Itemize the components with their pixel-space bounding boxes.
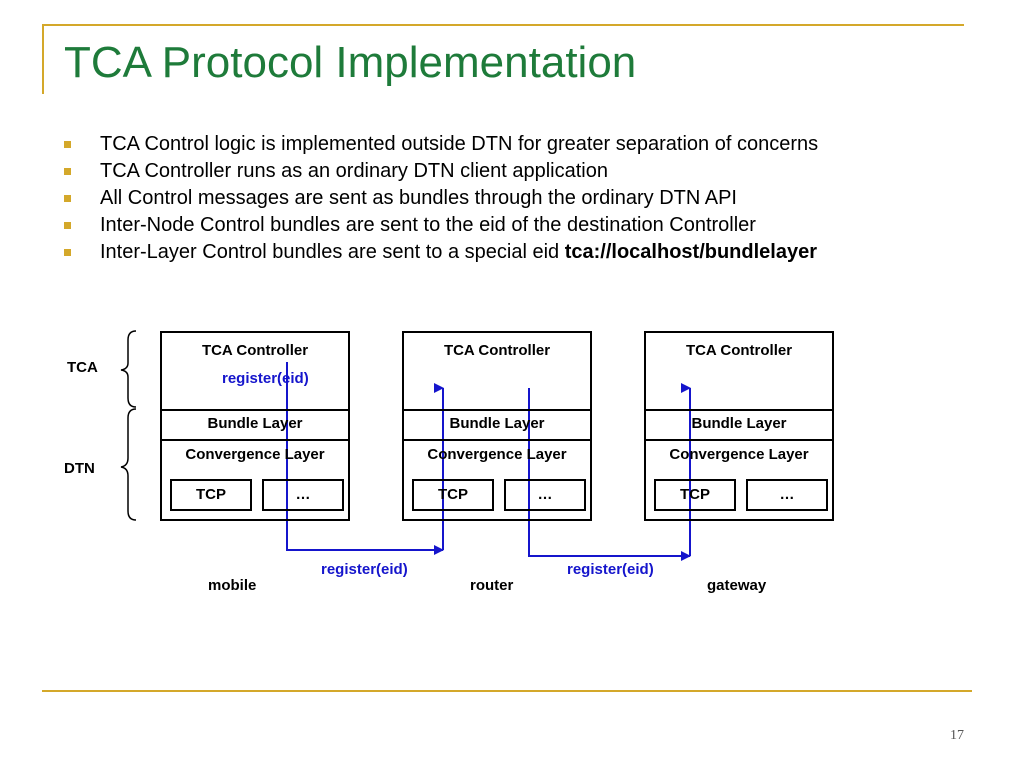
other-cl-box: … [504,479,586,511]
bundle-layer-box: Bundle Layer [646,409,832,441]
node-name-gateway: gateway [707,577,767,594]
node-mobile: TCA Controller register(eid) Bundle Laye… [160,331,350,521]
bullet-square-icon [64,141,71,148]
bullet-square-icon [64,168,71,175]
tcp-box: TCP [654,479,736,511]
message-label: register(eid) [321,561,408,578]
arrow-mobile-to-router [286,362,444,555]
bullet-square-icon [64,249,71,256]
tca-controller-box: TCA Controller [404,333,590,411]
convergence-layer-label: Convergence Layer [669,446,809,463]
controller-label: TCA Controller [685,342,793,359]
bundle-layer-box: Bundle Layer [162,409,348,441]
register-note: register(eid) [222,370,309,387]
other-cl-box: … [746,479,828,511]
tca-controller-box: TCA Controller [646,333,832,411]
tcp-box: TCP [170,479,252,511]
bottom-rule [42,690,972,692]
node-name-router: router [470,577,514,594]
convergence-layer-box: Convergence Layer [646,439,832,523]
bullet-square-icon [64,222,71,229]
bullet-list: TCA Control logic is implemented outside… [64,131,964,266]
controller-label: TCA Controller [443,342,551,359]
bundle-layer-box: Bundle Layer [404,409,590,441]
bundle-layer-label: Bundle Layer [449,415,545,432]
arrow-router-to-gateway [528,388,691,561]
bullet-square-icon [64,195,71,202]
dtn-brace [120,408,137,521]
tca-label: TCA [67,359,98,376]
bullet-item: Inter-Node Control bundles are sent to t… [64,212,964,239]
node-router: TCA Controller Bundle Layer Convergence … [402,331,592,521]
node-gateway: TCA Controller Bundle Layer Convergence … [644,331,834,521]
bullet-item: TCA Controller runs as an ordinary DTN c… [64,158,964,185]
convergence-layer-label: Convergence Layer [427,446,567,463]
convergence-layer-label: Convergence Layer [185,446,325,463]
node-name-mobile: mobile [208,577,257,594]
bullet-item: TCA Control logic is implemented outside… [64,131,964,158]
convergence-layer-box: Convergence Layer [404,439,590,523]
left-frame-line [42,24,44,94]
tcp-box: TCP [412,479,494,511]
convergence-layer-box: Convergence Layer [162,439,348,523]
tca-controller-box: TCA Controller register(eid) [162,333,348,411]
bullet-item: All Control messages are sent as bundles… [64,185,964,212]
top-frame-line [42,24,964,26]
tca-brace [120,330,137,408]
bullet-item: Inter-Layer Control bundles are sent to … [64,239,964,266]
special-eid: tca://localhost/bundlelayer [564,241,818,263]
controller-label: TCA Controller [201,342,309,359]
dtn-label: DTN [64,460,95,477]
other-cl-box: … [262,479,344,511]
message-label: register(eid) [567,561,654,578]
bundle-layer-label: Bundle Layer [207,415,303,432]
bundle-layer-label: Bundle Layer [691,415,787,432]
slide-title: TCA Protocol Implementation [64,38,637,87]
page-number: 17 [950,728,964,743]
